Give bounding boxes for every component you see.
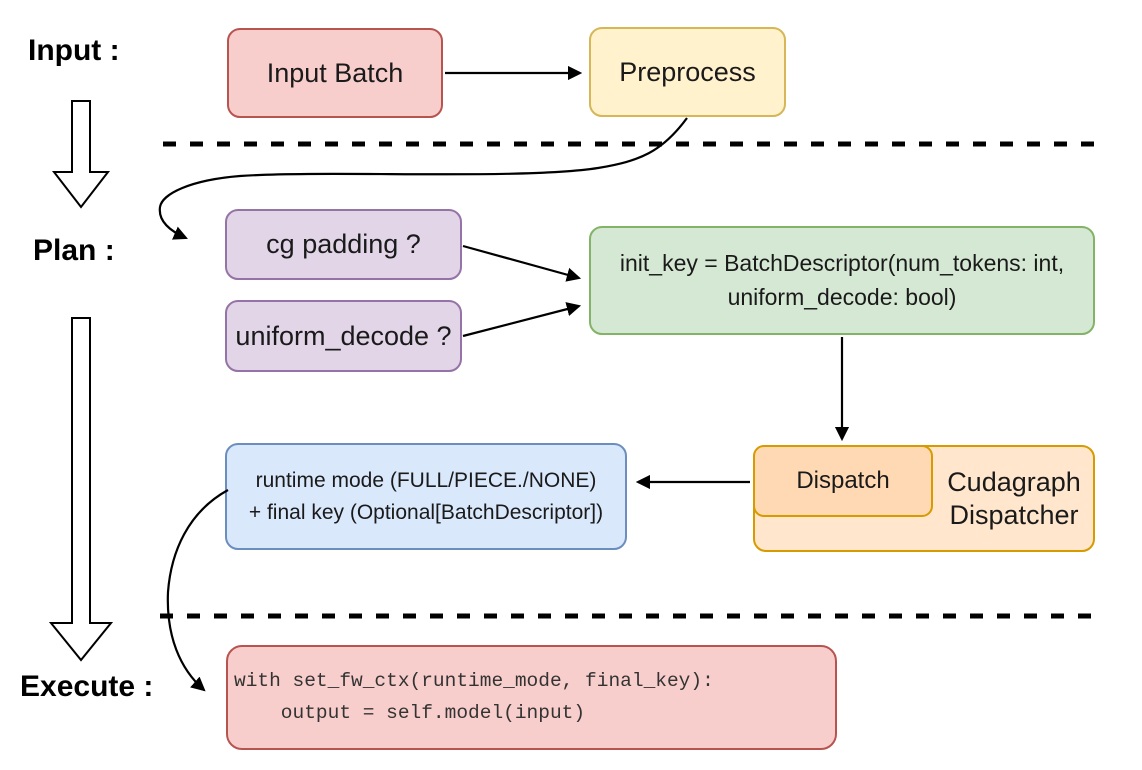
node-preprocess: Preprocess bbox=[589, 27, 786, 117]
stage-label-input: Input : bbox=[28, 34, 120, 67]
node-runtime-line2: + final key (Optional[BatchDescriptor]) bbox=[248, 500, 604, 524]
arrow-uniform-decode-to-init-key bbox=[462, 302, 582, 338]
down-arrow-icon-plan-to-execute bbox=[48, 317, 114, 662]
node-uniform-decode-label: uniform_decode ? bbox=[235, 320, 452, 351]
down-arrow-icon-input-to-plan bbox=[51, 100, 111, 209]
node-execute-code: with set_fw_ctx(runtime_mode, final_key)… bbox=[226, 645, 837, 750]
node-init-key-line2: uniform_decode: bool) bbox=[727, 283, 957, 310]
node-input-batch: Input Batch bbox=[227, 28, 443, 118]
cudagraph-label-line2: Dispatcher bbox=[949, 499, 1079, 530]
node-cg-padding: cg padding ? bbox=[225, 209, 462, 280]
stage-label-execute: Execute : bbox=[20, 670, 154, 703]
node-input-batch-label: Input Batch bbox=[266, 57, 404, 88]
node-cudagraph-dispatcher-label: Cudagraph Dispatcher bbox=[933, 445, 1095, 552]
arrow-cg-padding-to-init-key bbox=[462, 244, 582, 282]
node-cg-padding-label: cg padding ? bbox=[266, 229, 421, 259]
node-runtime-line1: runtime mode (FULL/PIECE./NONE) bbox=[255, 469, 597, 492]
execute-code-line1: with set_fw_ctx(runtime_mode, final_key)… bbox=[234, 670, 714, 693]
node-dispatch: Dispatch bbox=[753, 445, 933, 517]
node-init-key: init_key = BatchDescriptor(num_tokens: i… bbox=[589, 226, 1095, 335]
node-init-key-line1: init_key = BatchDescriptor(num_tokens: i… bbox=[619, 250, 1065, 277]
node-uniform-decode: uniform_decode ? bbox=[225, 300, 462, 372]
node-dispatch-label: Dispatch bbox=[796, 467, 890, 494]
execute-code-line2: output = self.model(input) bbox=[234, 701, 586, 724]
node-preprocess-label: Preprocess bbox=[619, 56, 756, 87]
cudagraph-label-line1: Cudagraph bbox=[947, 467, 1081, 498]
arrow-runtime-mode-to-execute-code bbox=[166, 489, 229, 692]
node-runtime-mode-final-key: runtime mode (FULL/PIECE./NONE) + final … bbox=[225, 443, 627, 550]
stage-label-plan: Plan : bbox=[33, 234, 115, 267]
